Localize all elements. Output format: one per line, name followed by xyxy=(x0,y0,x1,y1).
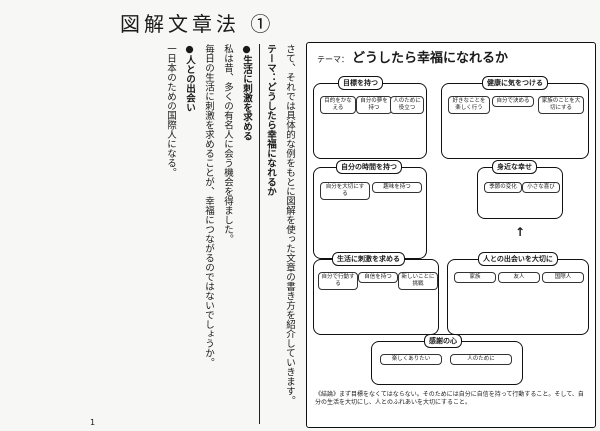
group-item: 楽しくありたい xyxy=(380,354,442,365)
group-item: 人のために役立つ xyxy=(390,96,424,114)
group-item: 自分を大切にする xyxy=(320,182,370,200)
group-item: 目的をかなえる xyxy=(320,96,356,114)
group-item: 小さな喜び xyxy=(522,182,560,193)
title-number: ① xyxy=(250,12,275,36)
group-item: 自分の夢を持つ xyxy=(356,96,392,114)
group-item: 自分で決める xyxy=(492,96,534,107)
paragraph: さて、それでは具体的な例をもとに図解を使った文章の書き方を紹介していきます。 xyxy=(284,44,295,405)
group-label: 感謝の心 xyxy=(424,334,462,348)
group-label: 目標を持つ xyxy=(338,76,383,90)
diagram-group: 健康に気をつける 好きなことを楽しく行う 自分で決める 家族のことを大切にする xyxy=(441,76,589,159)
group-item: 友人 xyxy=(498,272,540,283)
section-heading: ●生活に刺激を求める xyxy=(241,44,252,141)
theme-heading: テーマ：どうしたら幸福になれるか xyxy=(259,44,277,424)
group-label: 生活に刺激を求める xyxy=(332,252,405,266)
group-item: 季節の変化 xyxy=(484,182,522,193)
group-item: 国際人 xyxy=(542,272,584,283)
group-item: 自分で行動する xyxy=(318,272,358,290)
mind-map-diagram: テーマ：どうしたら幸福になれるか 目標を持つ 目的をかなえる 自分の夢を持つ 人… xyxy=(306,42,596,428)
group-item: 人のために xyxy=(450,354,512,365)
paragraph: 私は昔、多くの有名人に会う機会を得ました。 xyxy=(222,44,233,244)
group-item: 家族のことを大切にする xyxy=(538,96,584,114)
left-text-column: さて、それでは具体的な例をもとに図解を使った文章の書き方を紹介していきます。 テ… xyxy=(4,44,296,424)
diagram-group: 生活に刺激を求める 自分で行動する 自信を持つ 新しいことに挑戦 xyxy=(313,252,439,335)
group-item: 自信を持つ xyxy=(358,272,398,283)
diagram-title: テーマ：どうしたら幸福になれるか xyxy=(317,47,508,66)
paragraph: 一日本のための国際人になる。 xyxy=(165,44,176,177)
diagram-title-prefix: テーマ： xyxy=(317,55,349,64)
group-item: 家族 xyxy=(454,272,496,283)
diagram-group: 人との出会いを大切に 家族 友人 国際人 xyxy=(447,252,589,335)
diagram-title-text: どうしたら幸福になれるか xyxy=(352,51,509,66)
group-item: 好きなことを楽しく行う xyxy=(448,96,490,114)
title-text: 図解文章法 xyxy=(120,12,240,36)
group-item: 趣味を持つ xyxy=(372,182,422,193)
group-item: 新しいことに挑戦 xyxy=(398,272,438,290)
up-arrow: ↑ xyxy=(515,225,526,239)
diagram-group: 身近な幸せ 季節の変化 小さな喜び xyxy=(477,160,563,219)
section-heading: ●人との出会い xyxy=(184,44,195,112)
diagram-group: 感謝の心 楽しくありたい 人のために xyxy=(371,334,523,385)
page-number: 1 xyxy=(90,418,96,427)
diagram-group: 目標を持つ 目的をかなえる 自分の夢を持つ 人のために役立つ xyxy=(313,76,427,159)
page-title: 図解文章法 ① xyxy=(120,8,274,37)
group-label: 健康に気をつける xyxy=(482,76,548,90)
group-label: 人との出会いを大切に xyxy=(478,252,558,266)
conclusion-text: 《結論》まず目標をなくてはならない。そのためには自分に自信を持って行動すること。… xyxy=(315,391,584,406)
group-label: 身近な幸せ xyxy=(492,160,537,174)
paragraph: 毎日の生活に刺激を求めることが、幸福につながるのではないでしょうか。 xyxy=(203,44,214,367)
diagram-group: 自分の時間を持つ 自分を大切にする 趣味を持つ xyxy=(313,160,427,259)
group-label: 自分の時間を持つ xyxy=(336,160,402,174)
